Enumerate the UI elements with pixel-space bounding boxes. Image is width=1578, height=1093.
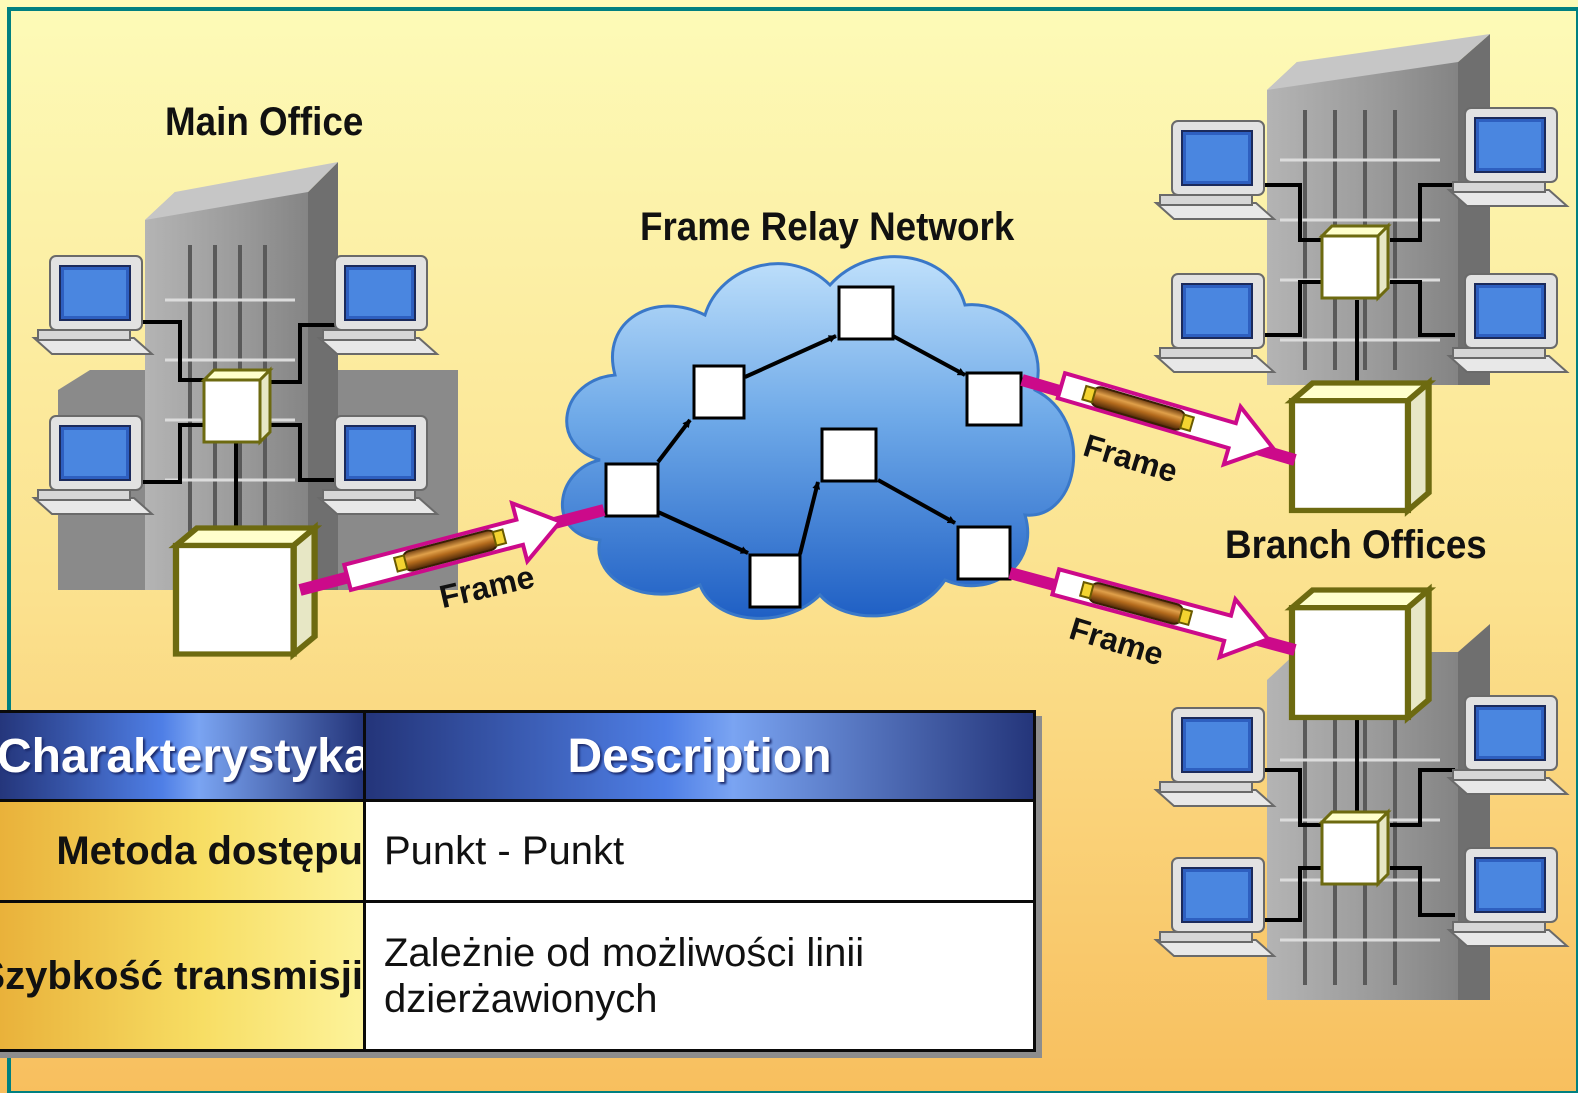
branch-bottom-pc-4 [1448, 847, 1568, 947]
main-office-pc-1 [33, 255, 153, 355]
main-office-pc-4 [318, 415, 438, 515]
main-office-pc-3 [318, 255, 438, 355]
branch-offices-label: Branch Offices [1225, 523, 1487, 567]
network-label: Frame Relay Network [640, 205, 1015, 249]
branch-bottom-pc-3 [1448, 695, 1568, 795]
row-key: Metoda dostępu [56, 828, 363, 873]
row-value: Punkt - Punkt [363, 799, 1036, 903]
frame-packet-1 [392, 528, 508, 573]
cloud-switch-6 [748, 553, 802, 609]
cloud-switch-3 [837, 285, 895, 341]
characteristics-table: Charakterystyka Description Metoda dostę… [0, 710, 1036, 1052]
cloud-switch-4 [965, 371, 1023, 427]
link-main-to-cloud [298, 499, 606, 596]
main-office-hub [202, 368, 272, 444]
link-cloud-to-branch-top [1020, 370, 1297, 468]
link-cloud-to-branch-bottom [1008, 566, 1297, 661]
row-value: Zależnie od możliwości linii dzierżawion… [363, 900, 1036, 1052]
branch-top-pc-4 [1448, 273, 1568, 373]
branch-bottom-pc-1 [1155, 707, 1275, 807]
branch-bottom-hub [1320, 810, 1390, 886]
cloud-switch-2 [692, 364, 746, 420]
frame-packet-3 [1078, 580, 1194, 627]
branch-top-pc-1 [1155, 120, 1275, 220]
branch-top-pc-3 [1448, 107, 1568, 207]
table-header-row: Charakterystyka Description [0, 710, 1036, 802]
row-key-cell: Metoda dostępu [0, 799, 366, 903]
branch-bottom-pc-2 [1155, 857, 1275, 957]
table-row: Metoda dostępu Punkt - Punkt [0, 799, 1036, 903]
row-key-cell: Szybkość transmisji [0, 900, 366, 1052]
branch-top-router [1292, 383, 1429, 510]
branch-bottom-router [1292, 590, 1429, 717]
main-office-label: Main Office [165, 100, 364, 144]
cloud-switch-5 [820, 427, 878, 483]
branch-top-pc-2 [1155, 273, 1275, 373]
row-key: Szybkość transmisji [0, 953, 363, 998]
header-description: Description [363, 710, 1036, 802]
branch-top-hub [1320, 224, 1390, 300]
header-characteristic: Charakterystyka [0, 710, 366, 802]
main-office-router [176, 528, 315, 654]
cloud-switch-1 [604, 462, 660, 518]
frame-packet-2 [1081, 384, 1196, 433]
main-office-pc-2 [33, 415, 153, 515]
table-row: Szybkość transmisji Zależnie od możliwoś… [0, 900, 1036, 1052]
cloud-switch-7 [956, 525, 1012, 581]
